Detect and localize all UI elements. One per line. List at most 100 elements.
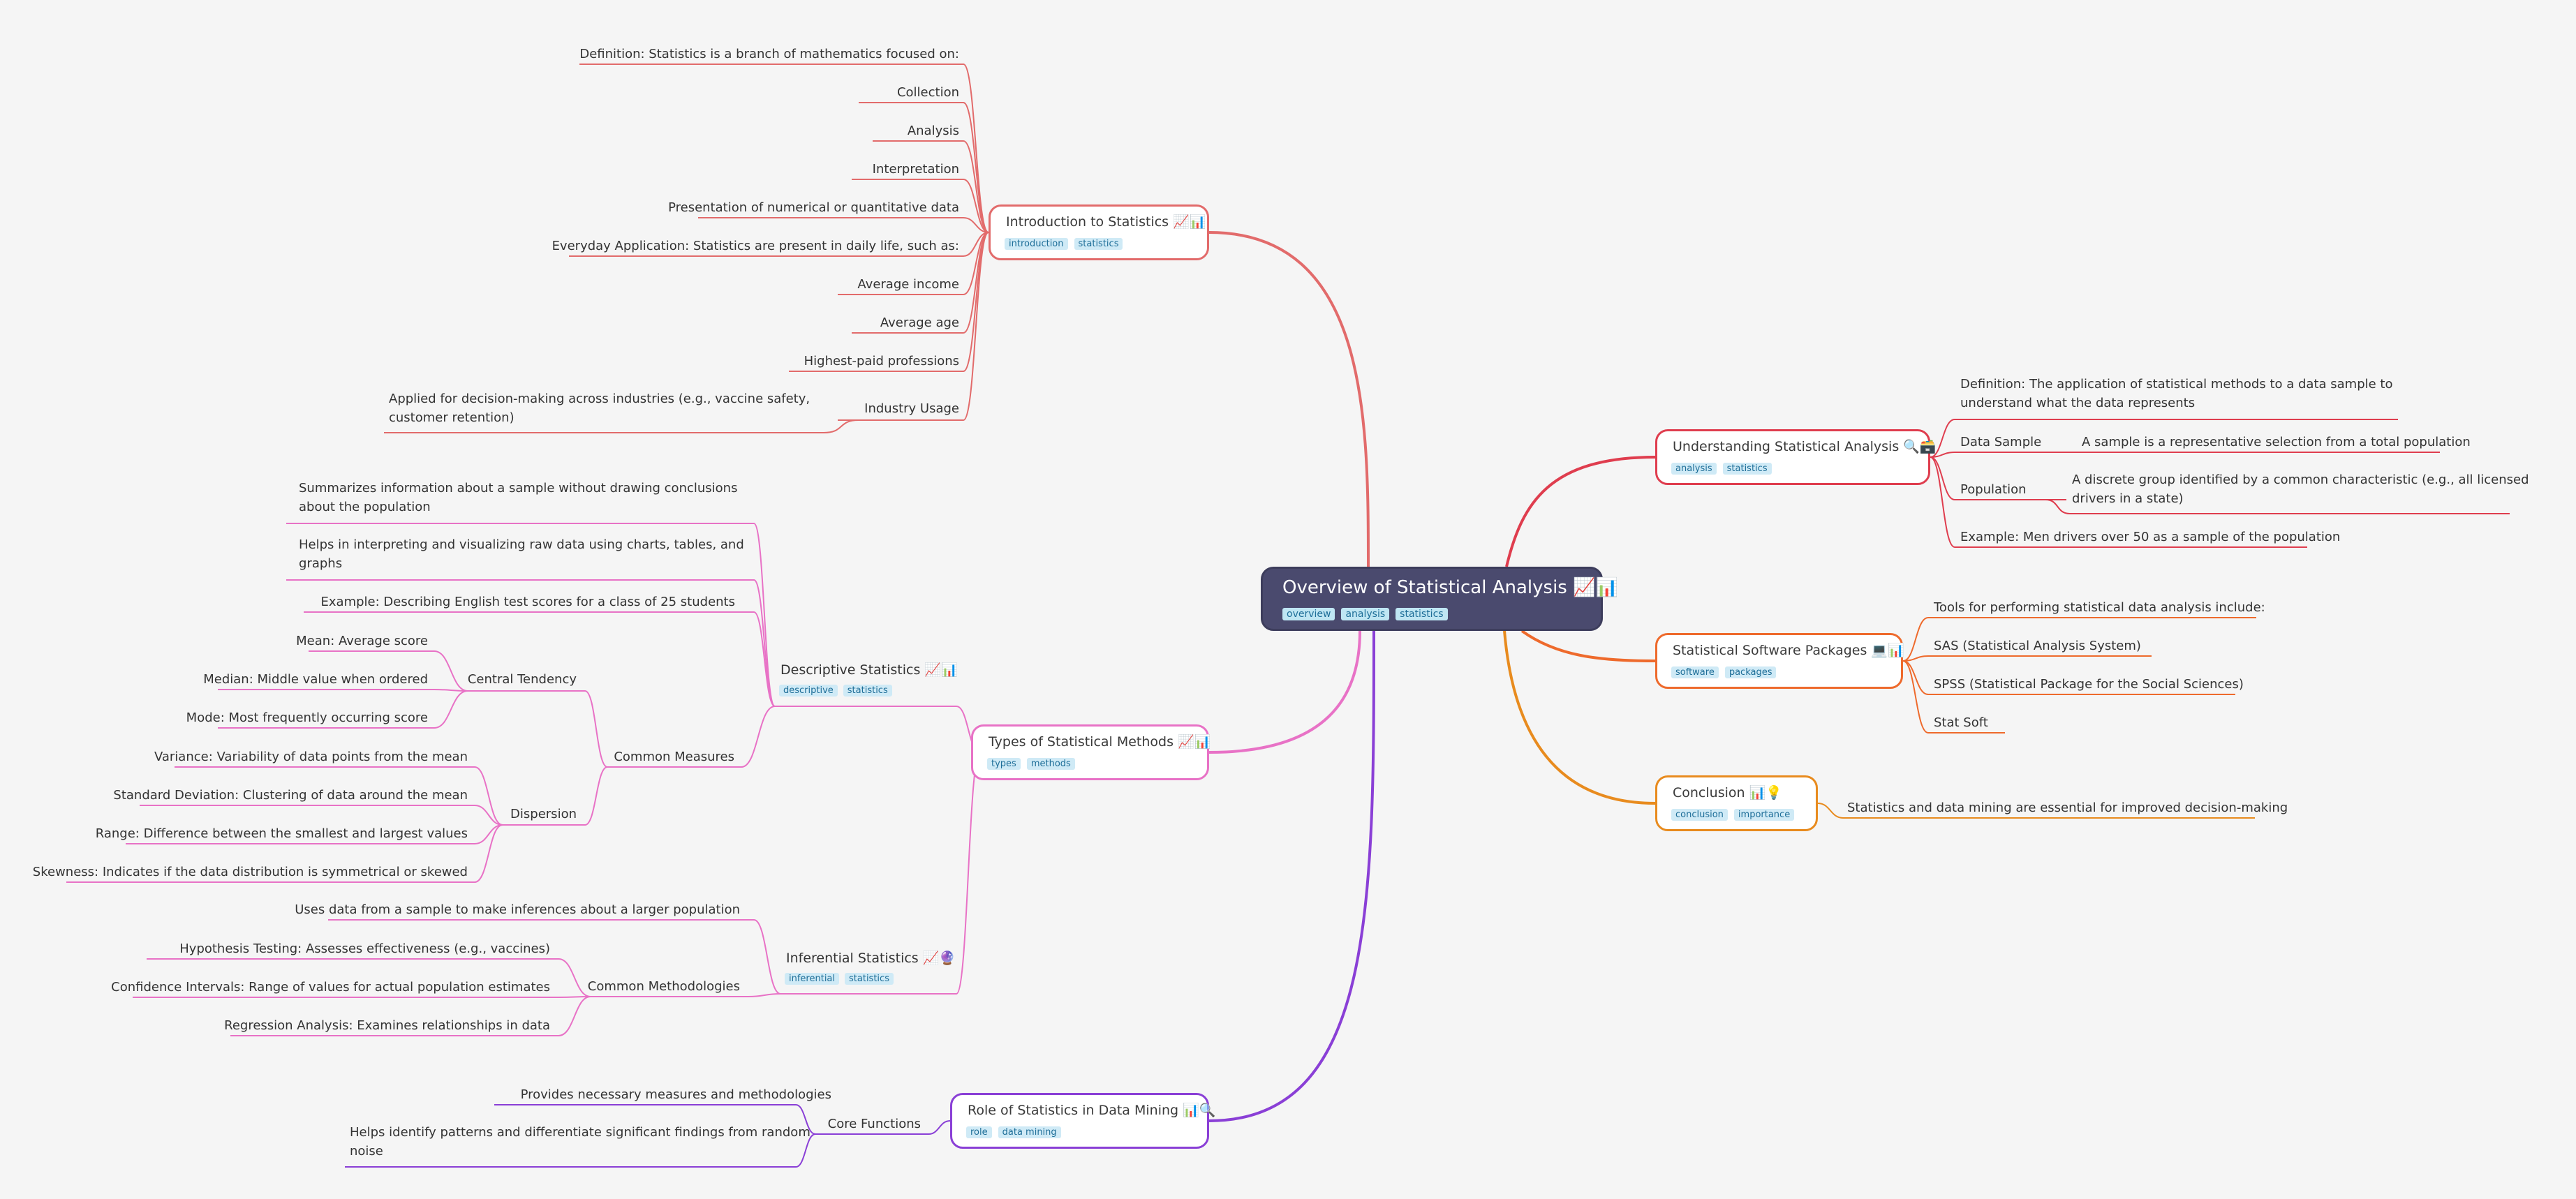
intro-item: Average income [857,277,959,292]
intro-item: Industry Usage [864,401,959,416]
edge-software-item [1902,660,2235,695]
types-node[interactable]: Types of Statistical Methods 📈📊 types me… [971,724,1211,780]
inferential-title[interactable]: Inferential Statistics 📈🔮 [786,951,956,966]
conclusion-item: Statistics and data mining are essential… [1847,800,2288,815]
edge-intro-item [859,102,989,233]
descriptive-tags: descriptive statistics [779,685,892,697]
intro-node[interactable]: Introduction to Statistics 📈📊 introducti… [989,204,1209,260]
mining-title: Role of Statistics in Data Mining 📊🔍 [968,1103,1216,1118]
edge-core-functions [815,1120,951,1135]
dispersion-item: Range: Difference between the smallest a… [95,826,468,841]
tag: conclusion [1671,809,1728,821]
edge-root-intro [1208,231,1370,567]
software-tags: software packages [1671,666,1777,678]
edge-population-detail [2045,499,2510,514]
conclusion-title: Conclusion 📊💡 [1673,785,1782,800]
understanding-example: Example: Men drivers over 50 as a sample… [1960,530,2341,544]
understanding-definition: Definition: The application of statistic… [1960,377,2393,410]
descriptive-item: Helps in interpreting and visualizing ra… [299,537,744,571]
edge-data-sample [1930,452,2066,458]
root-title: Overview of Statistical Analysis 📈📊 [1282,577,1618,598]
methodology-item: Hypothesis Testing: Assesses effectivene… [179,941,550,956]
conclusion-tags: conclusion importance [1671,809,1795,821]
tag: packages [1724,666,1777,678]
descriptive-title[interactable]: Descriptive Statistics 📈📊 [780,662,958,678]
edge-intro-item [569,232,989,257]
edge-central-tendency [468,690,608,768]
tag: role [966,1126,992,1138]
population-detail: A discrete group identified by a common … [2072,472,2529,506]
root-node[interactable]: Overview of Statistical Analysis 📈📊 over… [1261,567,1618,631]
edge-dispersion-item [126,824,503,844]
tag: analysis [1341,608,1390,620]
core-functions-label[interactable]: Core Functions [827,1117,921,1131]
root-tags: overview analysis statistics [1282,608,1448,620]
intro-industry-detail: Applied for decision-making across indus… [389,392,810,425]
software-node[interactable]: Statistical Software Packages 💻📊 softwar… [1655,633,1904,689]
core-function-item: Helps identify patterns and differentiat… [350,1125,810,1159]
edge-intro-item [852,179,989,233]
edge-dispersion-item [175,766,503,826]
intro-item: Collection [896,85,959,100]
types-title: Types of Statistical Methods 📈📊 [989,734,1211,750]
understanding-title: Understanding Statistical Analysis 🔍🗃️ [1673,439,1937,454]
edge-methodologies [591,993,781,997]
edge-dispersion-item [66,824,503,883]
descriptive-item: Example: Describing English test scores … [320,595,735,609]
edge-root-software [1520,630,1656,662]
edge-methodology-item [147,958,591,997]
central-tendency-item: Median: Middle value when ordered [203,672,428,687]
edge-central-item [218,689,468,692]
intro-title: Introduction to Statistics 📈📊 [1006,214,1206,230]
intro-item: Definition: Statistics is a branch of ma… [579,47,959,61]
types-tags: types methods [987,758,1075,770]
population-label[interactable]: Population [1960,482,2027,497]
tag: methods [1026,758,1075,770]
edge-inferential-item [328,919,781,995]
tag: data mining [998,1126,1061,1138]
inferential-item: Uses data from a sample to make inferenc… [295,902,740,917]
tag: overview [1282,608,1335,620]
intro-item: Presentation of numerical or quantitativ… [668,200,959,215]
edge-core-item [494,1104,816,1135]
dispersion-label[interactable]: Dispersion [510,807,577,821]
edge-population [1930,456,2066,500]
edge-dispersion-item [140,805,503,826]
edge-intro-item [873,140,989,233]
conclusion-node[interactable]: Conclusion 📊💡 conclusion importance [1655,775,1818,831]
inferential-tags: inferential statistics [785,973,894,985]
methodologies-label[interactable]: Common Methodologies [587,979,740,994]
central-tendency-label[interactable]: Central Tendency [467,672,577,687]
data-sample-detail: A sample is a representative selection f… [2082,435,2471,449]
intro-tags: introduction statistics [1005,238,1123,250]
software-item: Stat Soft [1934,715,1988,730]
methodology-item: Confidence Intervals: Range of values fo… [111,980,550,995]
software-item: SPSS (Statistical Package for the Social… [1934,677,2244,692]
edge-root-mining [1208,630,1375,1122]
edge-root-types [1208,630,1361,754]
edge-industry-detail [384,419,859,433]
edge-descriptive-item [286,523,776,707]
data-sample-label[interactable]: Data Sample [1960,435,2042,449]
software-title: Statistical Software Packages 💻📊 [1673,643,1904,658]
intro-item: Highest-paid professions [804,354,959,368]
edge-dispersion [503,766,608,826]
tag: analysis [1671,463,1717,475]
edge-core-item [345,1133,816,1168]
core-function-item: Provides necessary measures and methodol… [520,1087,831,1102]
tag: inferential [785,973,840,985]
understanding-node[interactable]: Understanding Statistical Analysis 🔍🗃️ a… [1655,429,1937,485]
edge-intro-item [838,232,989,421]
intro-item: Analysis [907,124,959,138]
tag: software [1671,666,1719,678]
edge-root-understanding [1505,456,1656,567]
mining-node[interactable]: Role of Statistics in Data Mining 📊🔍 rol… [950,1093,1215,1149]
tag: statistics [1396,608,1448,620]
common-measures-label[interactable]: Common Measures [614,750,734,764]
edge-understanding-example [1930,456,2307,548]
tag: statistics [1074,238,1123,250]
software-item: SAS (Statistical Analysis System) [1934,639,2141,653]
tag: types [987,758,1021,770]
